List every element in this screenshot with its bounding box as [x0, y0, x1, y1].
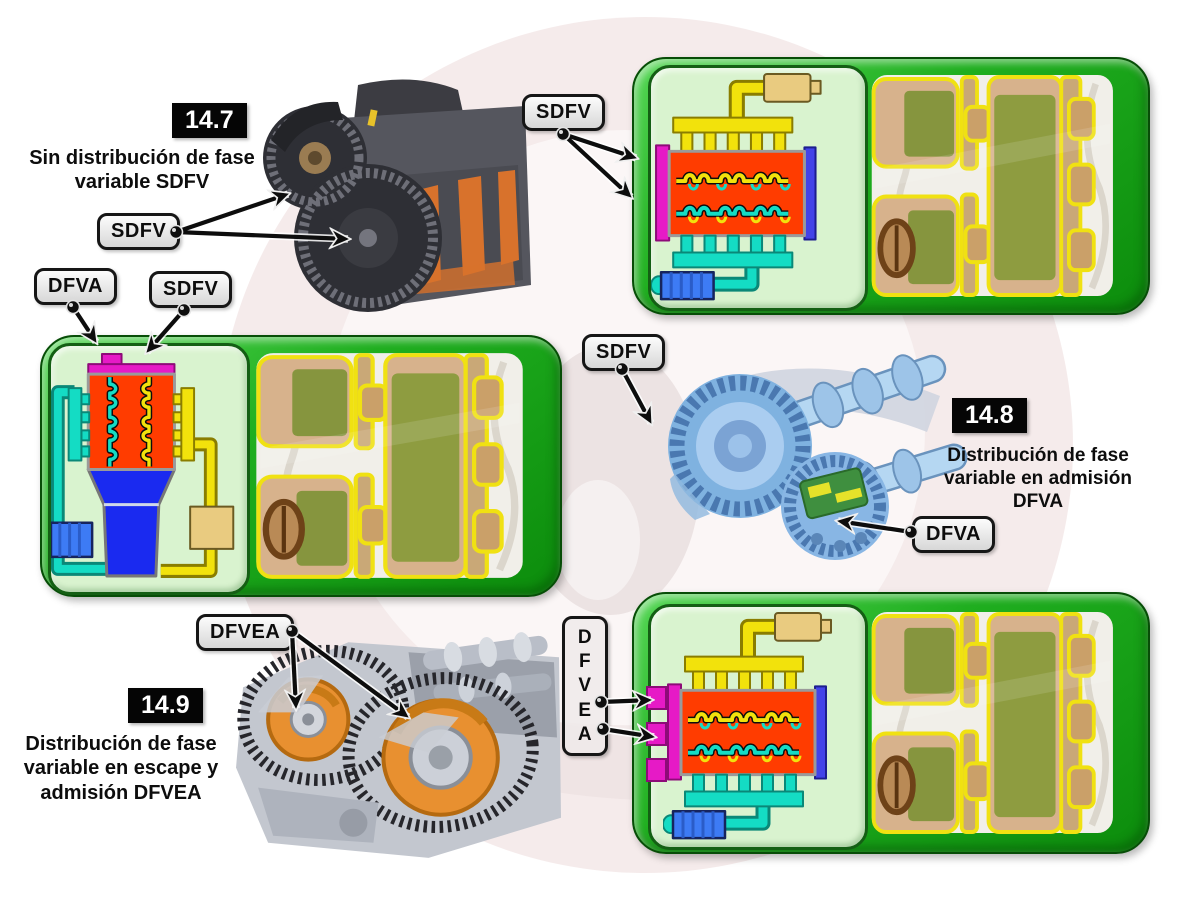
- letter: D: [577, 627, 593, 648]
- callout-dfvea-schematic-vertical: D F V E A: [562, 616, 608, 756]
- dfva-engine-schematic: [48, 343, 250, 595]
- phaser-tab: [646, 758, 667, 782]
- callout-sdfv-engine-photo: SDFV: [97, 213, 181, 250]
- letter: E: [578, 699, 592, 721]
- caption-line: variable en escape y: [23, 757, 219, 780]
- piston-top-view: [250, 347, 546, 585]
- figure-caption-14-7: Sin distribución de fase variable SDFV: [22, 146, 262, 195]
- chain-phasers-photo: [228, 616, 564, 864]
- panel-dfvea-schematic: [632, 592, 1150, 854]
- sdfv-engine-schematic: [648, 65, 868, 311]
- exhaust-phaser-tab: [646, 686, 667, 710]
- piston-top-view: [866, 69, 1134, 303]
- figure-caption-14-9: Distribución de fase variable en escape …: [10, 732, 232, 805]
- letter: F: [578, 651, 592, 673]
- caption-line: variable SDFV: [74, 171, 210, 194]
- callout-sdfv-schematic-top: SDFV: [522, 94, 606, 131]
- caption-line: Distribución de fase: [25, 733, 217, 755]
- figure-number-14-9: 14.9: [128, 688, 203, 723]
- panel-dfva-schematic: [40, 335, 562, 597]
- caption-line: admisión DFVEA: [40, 781, 202, 804]
- panel-sdfv-schematic: [632, 57, 1150, 315]
- camshaft-phaser-photo: [635, 333, 968, 575]
- caption-line: Distribución de fase: [947, 445, 1129, 466]
- letter: V: [578, 675, 592, 697]
- callout-dfva-schematic-left: DFVA: [34, 268, 117, 305]
- figure-number-14-7: 14.7: [172, 103, 247, 138]
- dfvea-engine-schematic: [648, 604, 868, 850]
- callout-dfvea-engine-photo: DFVEA: [196, 614, 295, 651]
- caption-line: variable en admisión DFVA: [944, 468, 1132, 513]
- callout-dfva-camshaft-photo: DFVA: [912, 516, 995, 553]
- piston-top-view: [866, 606, 1134, 840]
- figure-caption-14-8: Distribución de fase variable en admisió…: [918, 444, 1158, 514]
- callout-sdfv-schematic-left: SDFV: [149, 271, 233, 308]
- caption-line: Sin distribución de fase: [29, 147, 255, 169]
- figure-number-14-8: 14.8: [952, 398, 1027, 433]
- engine-timing-belt-photo: [253, 79, 533, 315]
- intake-phaser-tab: [646, 722, 667, 746]
- callout-sdfv-camshaft-photo: SDFV: [582, 334, 666, 371]
- letter: A: [577, 723, 593, 745]
